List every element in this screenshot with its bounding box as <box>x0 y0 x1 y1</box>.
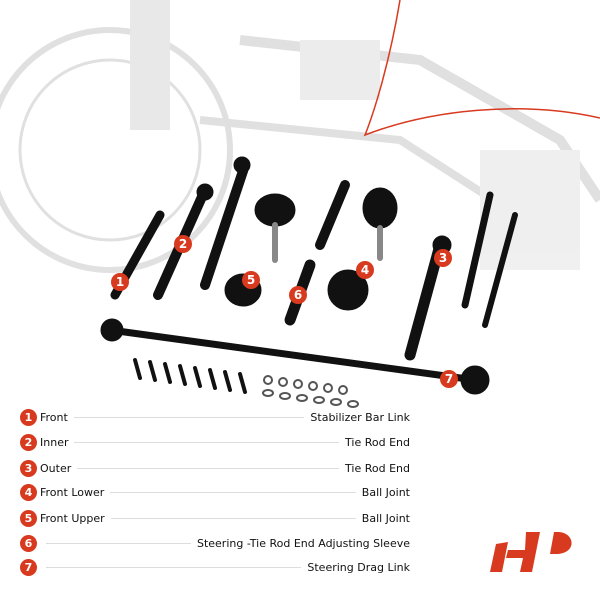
legend-label: Front Lower <box>40 485 105 499</box>
legend-label: Inner <box>40 435 69 449</box>
legend-part: Ball Joint <box>361 485 410 499</box>
legend-label: Front <box>40 410 68 424</box>
legend-part: Tie Rod End <box>345 461 410 475</box>
brand-logo-icon <box>490 532 572 572</box>
legend-label: Outer <box>40 461 72 475</box>
legend-part: Ball Joint <box>361 511 410 525</box>
divider <box>73 416 305 418</box>
callout-badge: 4 <box>356 261 374 279</box>
divider <box>46 542 191 544</box>
callout-badge: 3 <box>434 249 452 267</box>
callout-badge: 2 <box>174 235 192 253</box>
legend-number: 5 <box>20 509 37 527</box>
legend-number: 6 <box>20 534 37 552</box>
legend-row: 7 Steering Drag Link <box>20 558 410 576</box>
divider <box>110 491 356 493</box>
divider <box>110 517 356 519</box>
callout-badge: 6 <box>289 286 307 304</box>
red-accent-curve <box>363 0 600 137</box>
legend-number: 1 <box>20 408 37 426</box>
legend-number: 7 <box>20 558 37 576</box>
callout-badge: 5 <box>242 271 260 289</box>
legend-part: Tie Rod End <box>345 435 410 449</box>
callout-badge: 7 <box>440 370 458 388</box>
legend-label: Front Upper <box>40 511 105 525</box>
legend-number: 3 <box>20 459 37 477</box>
legend-part: Steering -Tie Rod End Adjusting Sleeve <box>196 536 410 550</box>
divider <box>74 441 340 443</box>
legend-number: 2 <box>20 433 37 451</box>
legend-part: Stabilizer Bar Link <box>310 410 410 424</box>
legend-number: 4 <box>20 483 37 501</box>
divider <box>46 566 302 568</box>
legend-part: Steering Drag Link <box>307 560 410 574</box>
divider <box>77 467 340 469</box>
legend-row: 6 Steering -Tie Rod End Adjusting Sleeve <box>20 534 410 552</box>
callout-badge: 1 <box>111 273 129 291</box>
